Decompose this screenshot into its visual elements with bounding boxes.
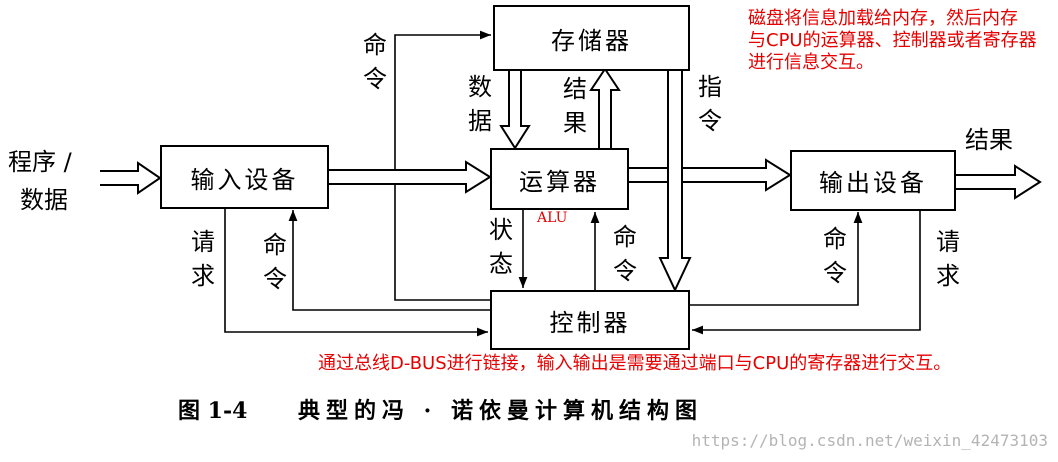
edge-label-controller-to-alu: 命令 bbox=[613, 223, 637, 285]
edge-label-memory-to-controller: 指令 bbox=[698, 73, 722, 135]
figure-number: 图 1-4 bbox=[178, 398, 248, 424]
annotation-top-right-line-2: 与CPU的运算器、控制器或者寄存器 bbox=[748, 30, 1037, 51]
edge-label-input-to-controller: 请求 bbox=[191, 228, 215, 290]
edge-label-alu-to-memory: 结果 bbox=[563, 75, 587, 137]
output-device-box: 输出设备 bbox=[790, 150, 956, 211]
edge-label-output-to-controller: 请求 bbox=[936, 228, 960, 290]
alu-label: 运算器 bbox=[519, 167, 600, 196]
input-program-label: 程序 / bbox=[8, 148, 72, 176]
memory-box: 存储器 bbox=[493, 5, 690, 71]
alu-annotation: ALU bbox=[537, 210, 568, 226]
annotation-top-right-line-3: 进行信息交互。 bbox=[748, 52, 874, 73]
arrow-memory-to-alu bbox=[499, 71, 531, 150]
edge-label-controller-to-input: 命令 bbox=[263, 231, 287, 293]
edge-label-output-result: 结果 bbox=[965, 126, 1013, 154]
watermark-url: https://blog.csdn.net/weixin_42473103 bbox=[691, 431, 1048, 450]
line-controller-to-output bbox=[690, 212, 863, 306]
controller-box: 控制器 bbox=[490, 290, 690, 350]
edge-label-memory-to-alu: 数据 bbox=[468, 73, 492, 135]
edge-label-alu-to-controller: 状态 bbox=[489, 216, 513, 278]
input-data-label: 数据 bbox=[20, 186, 68, 214]
arrow-program-data-in bbox=[100, 161, 162, 195]
input-device-label: 输入设备 bbox=[190, 165, 299, 194]
line-input-to-controller bbox=[224, 208, 488, 337]
arrow-output-result bbox=[956, 164, 1042, 200]
line-controller-to-input bbox=[288, 210, 490, 311]
output-device-label: 输出设备 bbox=[819, 169, 927, 197]
edge-label-controller-to-output: 命令 bbox=[823, 225, 847, 287]
figure-title: 典型的冯 · 诺依曼计算机结构图 bbox=[298, 398, 703, 424]
annotation-bottom: 通过总线D-BUS进行链接，输入输出是需要通过端口与CPU的寄存器进行交互。 bbox=[318, 353, 952, 374]
controller-label: 控制器 bbox=[549, 308, 631, 337]
alu-box: 运算器 bbox=[490, 148, 629, 210]
line-controller-to-memory bbox=[394, 30, 491, 301]
memory-label: 存储器 bbox=[551, 26, 632, 55]
annotation-top-right-line-1: 磁盘将信息加载给内存，然后内存 bbox=[748, 8, 1018, 29]
arrow-alu-to-output bbox=[629, 158, 792, 192]
arrow-input-to-alu bbox=[329, 160, 492, 194]
arrow-alu-to-memory bbox=[589, 67, 621, 148]
input-device-box: 输入设备 bbox=[160, 145, 329, 209]
line-output-to-controller bbox=[692, 210, 921, 335]
edge-label-controller-to-memory: 命令 bbox=[363, 31, 387, 93]
